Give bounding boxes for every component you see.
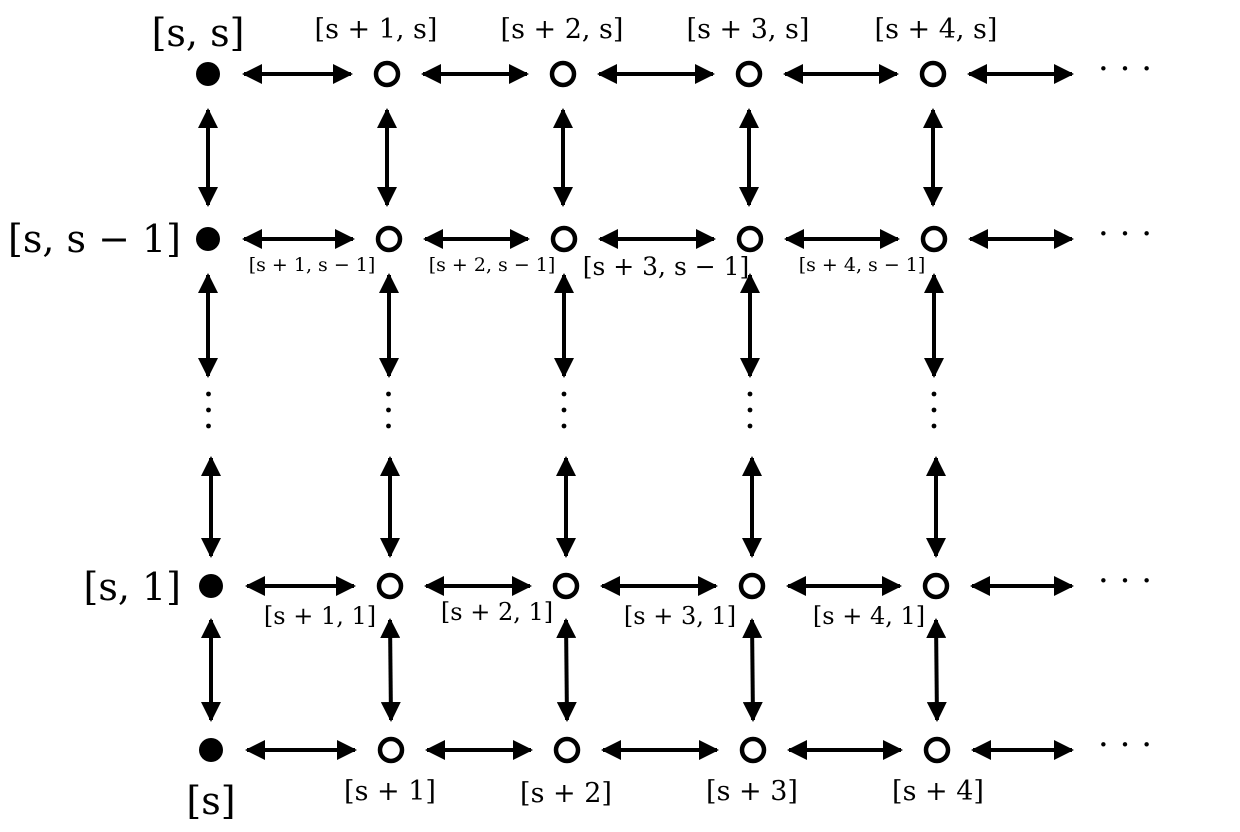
open-node	[922, 572, 950, 600]
node-label-s3-s: [s + 3, s]	[687, 14, 810, 45]
vertical-edge	[380, 618, 401, 722]
node-label-s4-sm1: [s + 4, s − 1]	[799, 254, 926, 276]
node-label-s1-s: [s + 1, s]	[315, 14, 438, 45]
vertical-continuation-dot	[747, 407, 753, 413]
open-node	[920, 225, 948, 253]
node-label-s1-1: [s + 1, 1]	[264, 602, 376, 630]
node-label-s4-1: [s + 4, 1]	[813, 602, 925, 630]
open-node	[738, 572, 766, 600]
node-label-s4: [s + 4]	[892, 776, 984, 807]
open-node	[375, 225, 403, 253]
horizontal-continuation-dots: · · ·	[1098, 561, 1152, 601]
open-node	[549, 60, 577, 88]
node-label-s: [s]	[186, 779, 235, 823]
open-node	[373, 60, 401, 88]
node-label-s1: [s + 1]	[344, 776, 436, 807]
open-node	[552, 572, 580, 600]
vertical-continuation-dot	[386, 407, 391, 413]
horizontal-continuation-dots: · · ·	[1098, 214, 1152, 254]
vertical-continuation-dot	[931, 391, 937, 397]
open-node	[919, 60, 947, 88]
open-node	[739, 736, 767, 764]
vertical-continuation-dot	[747, 423, 753, 429]
vertical-continuation-dot	[386, 391, 391, 397]
node-label-s1-sm1: [s + 1, s − 1]	[249, 254, 376, 276]
filled-node	[199, 574, 223, 598]
vertical-continuation-dot	[931, 407, 937, 413]
open-node	[735, 60, 763, 88]
open-node	[550, 225, 578, 253]
vertical-continuation-dot	[561, 407, 567, 413]
open-node	[376, 572, 404, 600]
open-node	[377, 736, 405, 764]
vertical-continuation-dot	[561, 423, 567, 429]
vertical-continuation-dot	[206, 391, 211, 397]
edges	[198, 64, 1074, 760]
vertical-continuation-dot	[561, 391, 567, 397]
node-label-s-1: [s, 1]	[84, 565, 182, 609]
node-label-s-s: [s, s]	[152, 11, 245, 55]
open-node	[553, 736, 581, 764]
horizontal-continuation-dots: · · ·	[1098, 49, 1152, 89]
node-label-s2-1: [s + 2, 1]	[441, 598, 553, 626]
node-label-s-sm1: [s, s − 1]	[8, 217, 181, 261]
node-label-s3-1: [s + 3, 1]	[624, 602, 736, 630]
node-label-s2-sm1: [s + 2, s − 1]	[429, 254, 556, 276]
horizontal-continuation-dots: · · ·	[1098, 725, 1152, 765]
filled-node	[196, 62, 220, 86]
continuations: · · · · · · · · · · · ·	[206, 49, 1152, 765]
open-node	[923, 736, 951, 764]
node-label-s2-s: [s + 2, s]	[501, 14, 624, 45]
node-label-s3-sm1: [s + 3, s − 1]	[583, 252, 750, 281]
node-label-s3: [s + 3]	[706, 776, 798, 807]
filled-node	[199, 738, 223, 762]
vertical-continuation-dot	[386, 423, 391, 429]
vertical-continuation-dot	[206, 407, 211, 413]
vertical-edge	[556, 618, 577, 722]
vertical-edge	[742, 618, 763, 722]
filled-node	[196, 227, 220, 251]
vertical-continuation-dot	[206, 423, 211, 429]
node-label-s4-s: [s + 4, s]	[875, 14, 998, 45]
open-node	[736, 225, 764, 253]
vertical-continuation-dot	[747, 391, 753, 397]
node-label-s2: [s + 2]	[520, 778, 612, 809]
vertical-continuation-dot	[931, 423, 937, 429]
nodes	[196, 60, 951, 764]
vertical-edge	[926, 618, 947, 722]
